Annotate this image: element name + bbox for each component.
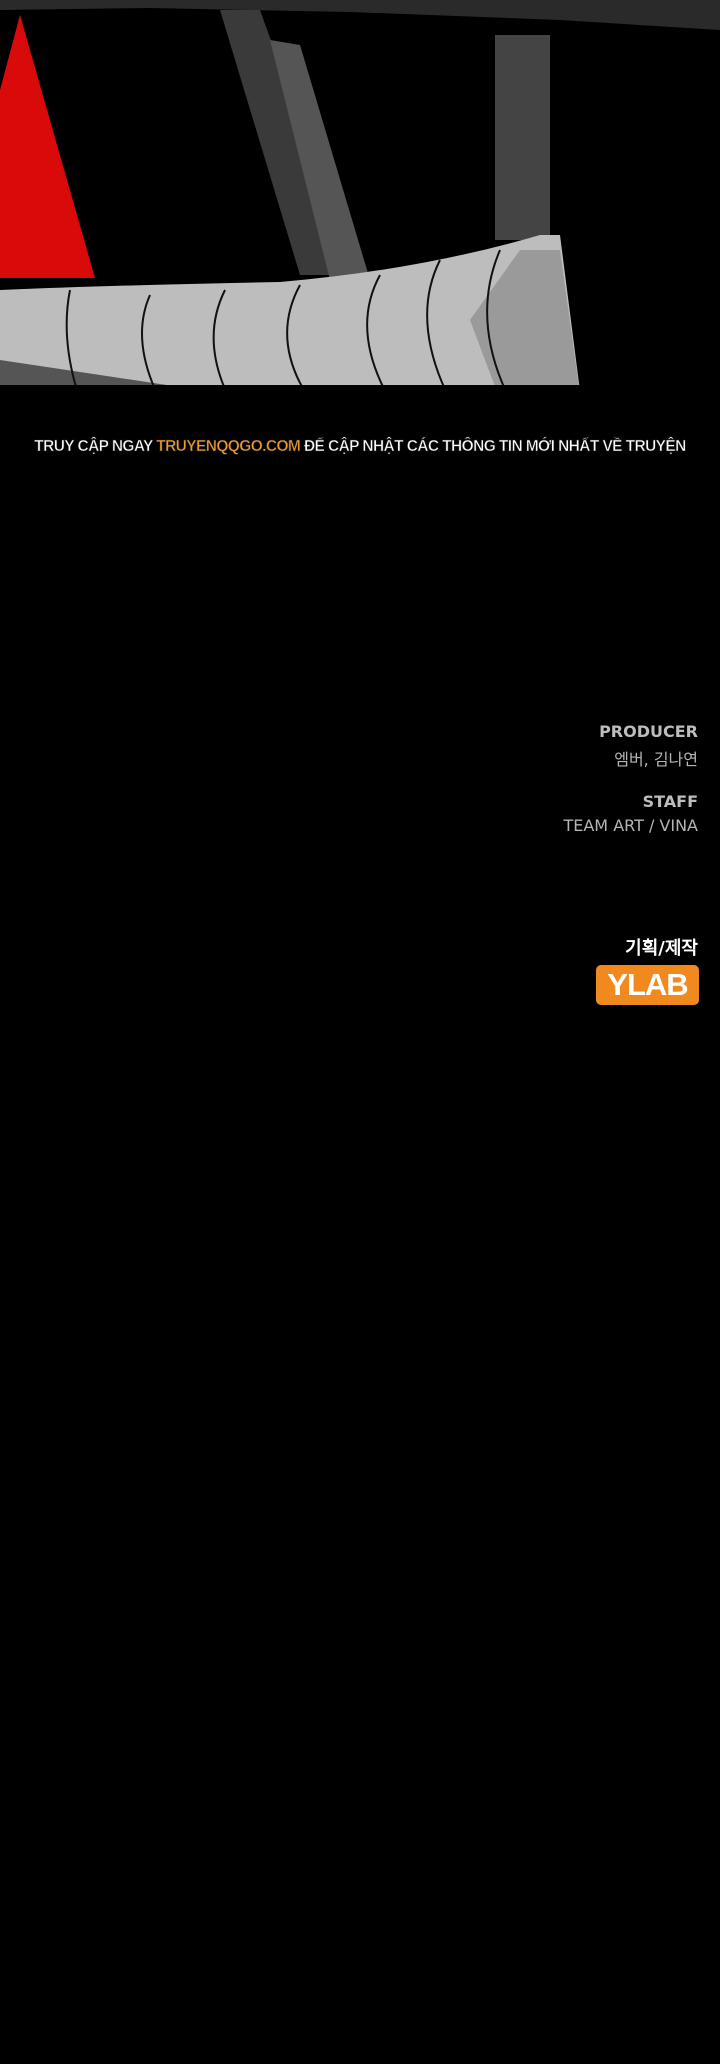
ylab-logo: YLAB bbox=[596, 965, 699, 1005]
staff-names: TEAM ART / VINA bbox=[563, 816, 698, 835]
production-label: 기획/제작 bbox=[625, 938, 698, 959]
producer-names: 엠버, 김나연 bbox=[614, 750, 698, 769]
staff-heading: STAFF bbox=[642, 792, 698, 811]
banner-prefix: TRUY CẬP NGAY bbox=[34, 438, 157, 456]
banner-suffix: ĐỂ CẬP NHẬT CÁC THÔNG TIN MỚI NHẤT VỀ TR… bbox=[300, 438, 687, 456]
red-shape-top bbox=[0, 15, 95, 278]
banner-site-link[interactable]: TRUYENQQGO.COM bbox=[156, 438, 301, 456]
producer-heading: PRODUCER bbox=[599, 722, 698, 741]
promo-banner: TRUY CẬP NGAY TRUYENQQGO.COM ĐỂ CẬP NHẬT… bbox=[0, 438, 720, 456]
comic-panel-bandaged-arm bbox=[0, 0, 720, 400]
